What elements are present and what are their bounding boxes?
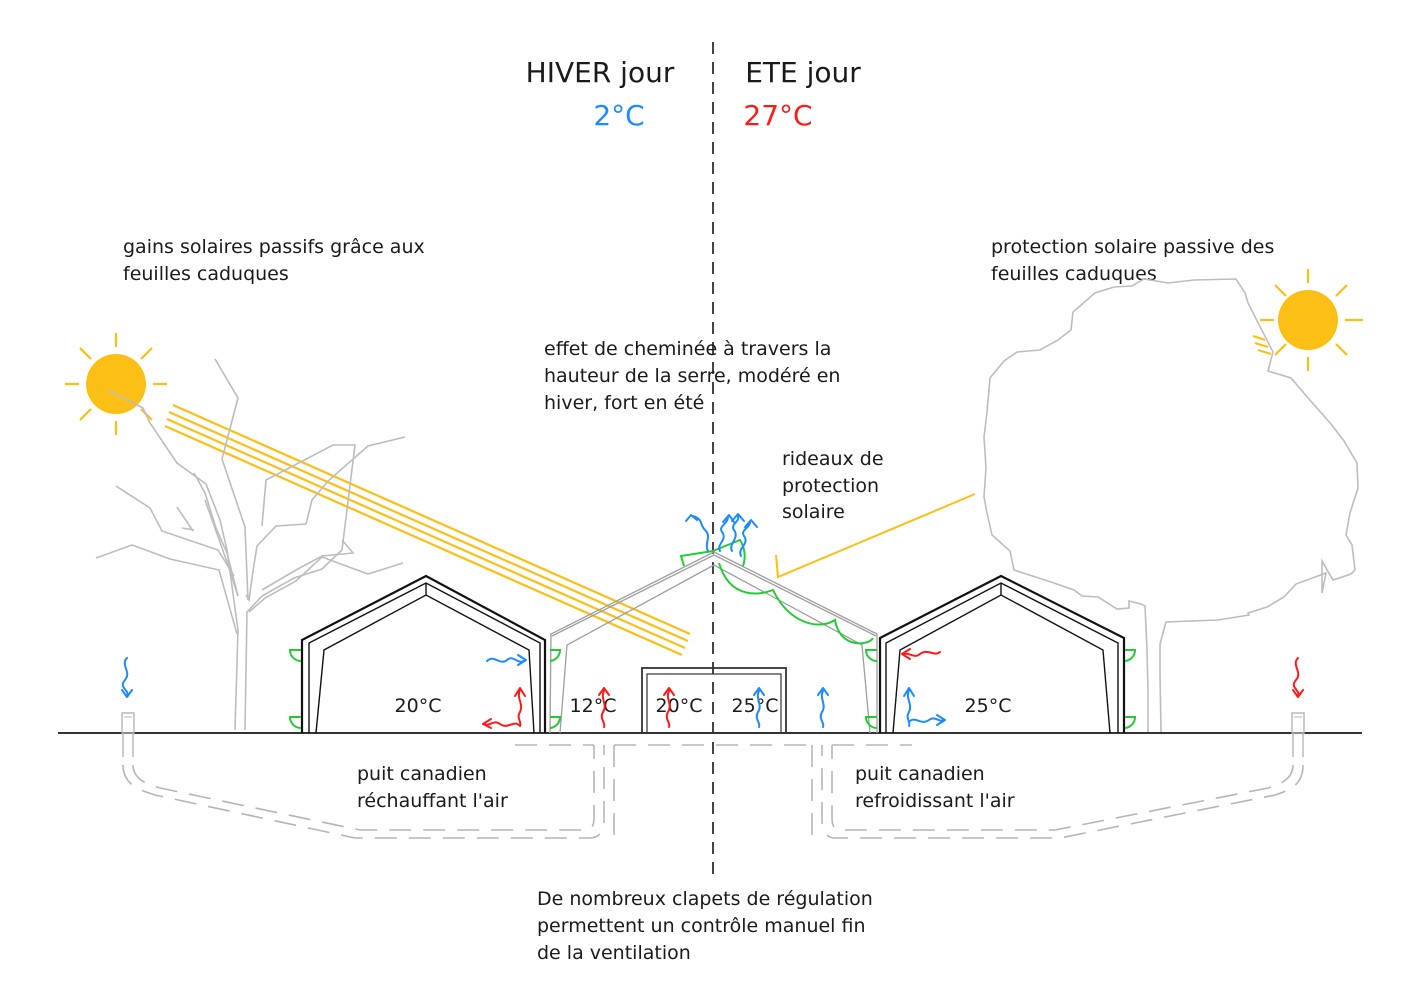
chimney-note-line: hauteur de la serre, modéré en <box>544 365 840 387</box>
central-room-summer-temp: 25°C <box>732 695 779 717</box>
greenhouse-winter-temp: 12°C <box>570 695 617 717</box>
cold-air-down-arrow-icon <box>121 657 133 698</box>
summer-sun-note: protection solaire passive des feuilles … <box>991 236 1274 285</box>
chimney-effect-note: effet de cheminée à travers la hauteur d… <box>544 338 840 414</box>
warm-air-down-arrow-icon <box>1292 657 1304 698</box>
summer-sun-note-line: feuilles caduques <box>991 263 1157 285</box>
exhaust-air-up-arrow-icon <box>685 514 709 552</box>
chimney-note-line: hiver, fort en été <box>544 392 704 414</box>
cool-air-up-right-arrow-icon <box>903 687 946 727</box>
exhaust-air-up-arrow-icon <box>730 513 745 552</box>
roof-flap-icon <box>679 550 714 567</box>
curtain-note: rideaux de protection solaire <box>782 448 884 523</box>
summer-title: ETE jour <box>745 56 861 89</box>
flap-icon <box>549 716 562 729</box>
right-house <box>878 574 1126 734</box>
central-room-winter-temp: 20°C <box>656 695 703 717</box>
ventilation-flaps <box>288 538 1137 729</box>
flap-icon <box>1124 716 1137 729</box>
airflow-arrows <box>121 513 1304 729</box>
winter-sun-icon <box>65 333 167 435</box>
flap-icon <box>288 716 302 729</box>
curtain-note-line: protection <box>782 475 879 497</box>
ventilation-note-line: permettent un contrôle manuel fin <box>537 915 866 937</box>
deciduous-tree-leafy <box>983 278 1359 733</box>
winter-sun-note: gains solaires passifs grâce aux feuille… <box>123 236 425 285</box>
curtain-note-line: solaire <box>782 501 845 523</box>
summer-ground-note: puit canadien refroidissant l'air <box>855 763 1015 812</box>
ventilation-note: De nombreux clapets de régulation permet… <box>537 888 873 964</box>
left-ground-duct <box>121 712 710 840</box>
exhaust-air-up-arrow-icon <box>739 519 758 557</box>
ventilation-note-line: De nombreux clapets de régulation <box>537 888 873 910</box>
ventilation-note-line: de la ventilation <box>537 942 691 964</box>
warm-air-up-arrow-icon <box>663 687 675 728</box>
cool-air-up-arrow-icon <box>817 687 829 728</box>
winter-outside-temp: 2°C <box>593 99 644 132</box>
summer-outside-temp: 27°C <box>743 99 812 132</box>
winter-sun-note-line: gains solaires passifs grâce aux <box>123 236 425 258</box>
flap-icon <box>1124 649 1137 662</box>
warm-air-left-arrow-icon <box>901 648 941 660</box>
curtain-note-line: rideaux de <box>782 448 884 470</box>
winter-title: HIVER jour <box>526 56 675 89</box>
winter-ground-note-line: puit canadien <box>357 763 487 785</box>
right-house-temp: 25°C <box>965 695 1012 717</box>
solar-curtain <box>718 562 874 645</box>
right-ground-duct <box>716 712 1305 840</box>
left-house <box>300 574 547 734</box>
cool-air-right-arrow-icon <box>486 654 527 666</box>
winter-sun-note-line: feuilles caduques <box>123 263 289 285</box>
summer-sun-icon <box>1252 269 1363 371</box>
deciduous-tree-bare <box>95 358 406 731</box>
summer-ground-note-line: refroidissant l'air <box>855 790 1015 812</box>
roof-flap-icon <box>712 538 746 567</box>
curtain-pointer <box>775 493 976 579</box>
summer-sun-note-line: protection solaire passive des <box>991 236 1274 258</box>
flap-icon <box>549 649 562 662</box>
left-house-temp: 20°C <box>395 695 442 717</box>
winter-ground-note: puit canadien réchauffant l'air <box>357 763 508 812</box>
warm-air-up-arrow-icon <box>598 687 610 728</box>
cool-air-up-arrow-icon <box>753 687 765 728</box>
warm-air-up-left-arrow-icon <box>482 687 526 729</box>
greenhouse <box>549 551 878 734</box>
solar-beam <box>164 403 691 657</box>
flap-icon <box>864 716 878 729</box>
winter-ground-note-line: réchauffant l'air <box>357 790 508 812</box>
summer-ground-note-line: puit canadien <box>855 763 985 785</box>
central-room <box>641 667 787 734</box>
flap-icon <box>288 649 302 662</box>
chimney-note-line: effet de cheminée à travers la <box>544 338 831 360</box>
flap-icon <box>864 649 878 662</box>
